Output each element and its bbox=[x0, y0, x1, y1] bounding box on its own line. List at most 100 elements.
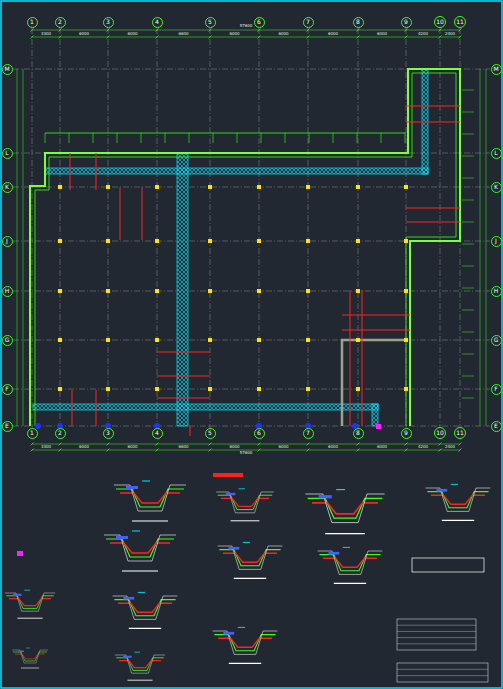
axis-bubble: 11 bbox=[454, 427, 466, 439]
dimension-text: 6600 bbox=[177, 32, 189, 36]
column-square bbox=[257, 338, 261, 342]
axis-label: 11 bbox=[456, 430, 464, 436]
rebar-line bbox=[96, 390, 97, 426]
axis-bubble: M bbox=[2, 64, 13, 75]
axis-bubble: 9 bbox=[401, 17, 412, 28]
column-square bbox=[106, 185, 110, 189]
dimension-tick bbox=[439, 443, 442, 446]
dimension-text: 6000 bbox=[277, 445, 289, 449]
column-square bbox=[356, 338, 360, 342]
axis-label: 2 bbox=[58, 19, 62, 25]
axis-label: 6 bbox=[257, 430, 261, 436]
dimension-tick bbox=[31, 29, 34, 32]
axis-line bbox=[308, 28, 309, 428]
table-rule bbox=[397, 675, 488, 676]
axis-label: F bbox=[5, 386, 8, 392]
section-line bbox=[218, 546, 283, 569]
axis-line bbox=[13, 187, 490, 188]
detail-underline bbox=[325, 533, 365, 534]
section-line bbox=[451, 484, 458, 485]
section-detail bbox=[104, 531, 176, 571]
axis-bubble: J bbox=[2, 236, 13, 247]
axis-label: 3 bbox=[106, 430, 110, 436]
section-mark bbox=[123, 597, 134, 600]
dimension-text: 3300 bbox=[40, 445, 52, 449]
axis-bubble: 5 bbox=[205, 428, 216, 439]
axis-label: K bbox=[5, 184, 9, 190]
axis-line bbox=[157, 28, 158, 428]
dimension-text: 6000 bbox=[277, 32, 289, 36]
dimension-text: 6000 bbox=[327, 32, 339, 36]
axis-label: H bbox=[494, 288, 499, 294]
dimension-line bbox=[486, 69, 487, 426]
axis-label: 11 bbox=[456, 19, 464, 25]
rebar-line bbox=[142, 187, 143, 240]
dimension-text: 6000 bbox=[228, 445, 240, 449]
axis-bubble: L bbox=[491, 148, 502, 159]
axis-line bbox=[210, 28, 211, 428]
leader-tick bbox=[462, 178, 474, 179]
dimension-text: 6000 bbox=[126, 32, 138, 36]
dimension-tick bbox=[405, 443, 408, 446]
axis-bubble: 8 bbox=[353, 17, 364, 28]
axis-line bbox=[32, 28, 33, 428]
section-rebar bbox=[323, 558, 377, 567]
axis-bubble: 6 bbox=[254, 17, 265, 28]
dimension-lines bbox=[17, 29, 486, 452]
dimension-text: 6000 bbox=[376, 445, 388, 449]
axis-label: M bbox=[4, 66, 9, 72]
pile-dot bbox=[376, 424, 381, 429]
column-square bbox=[208, 289, 212, 293]
axis-line bbox=[60, 28, 61, 428]
dimension-tick bbox=[307, 36, 310, 39]
column-square bbox=[257, 387, 261, 391]
section-line bbox=[12, 650, 48, 663]
detail-underline bbox=[129, 628, 161, 629]
dimension-tick bbox=[156, 449, 159, 452]
section-line bbox=[134, 652, 140, 653]
detail-underline bbox=[442, 520, 474, 521]
dimension-text: 6000 bbox=[228, 32, 240, 36]
rebar-line bbox=[406, 208, 460, 209]
column-square bbox=[106, 239, 110, 243]
table-rule bbox=[397, 643, 476, 644]
axis-label: G bbox=[5, 337, 10, 343]
leader-tick bbox=[405, 133, 406, 143]
leader-tick bbox=[462, 354, 474, 355]
section-rebar bbox=[218, 638, 272, 647]
dimension-tick bbox=[439, 449, 442, 452]
axis-line bbox=[13, 340, 490, 341]
section-mark bbox=[13, 594, 21, 596]
detail-underline bbox=[21, 668, 39, 669]
section-detail bbox=[412, 558, 484, 572]
axis-label: 5 bbox=[208, 430, 212, 436]
axis-bubble: G bbox=[491, 335, 502, 346]
dimension-tick bbox=[59, 443, 62, 446]
column-square bbox=[404, 289, 408, 293]
axis-label: 10 bbox=[436, 19, 444, 25]
dimension-tick bbox=[156, 36, 159, 39]
leader-tick bbox=[285, 133, 286, 143]
axis-line bbox=[13, 291, 490, 292]
leader-tick bbox=[69, 133, 70, 143]
axis-bubble: 8 bbox=[353, 428, 364, 439]
column-square bbox=[58, 185, 62, 189]
axis-bubble: 2 bbox=[55, 17, 66, 28]
section-line bbox=[305, 494, 384, 523]
section-detail bbox=[5, 590, 55, 618]
red-bar bbox=[213, 473, 243, 477]
axis-label: 7 bbox=[306, 19, 310, 25]
dimension-tick bbox=[258, 449, 261, 452]
dimension-text: 6000 bbox=[126, 445, 138, 449]
leader-tick bbox=[462, 200, 474, 201]
dimension-tick bbox=[357, 449, 360, 452]
section-line bbox=[26, 648, 30, 649]
axis-label: 4 bbox=[155, 430, 159, 436]
dimension-line bbox=[32, 444, 460, 445]
axis-label: J bbox=[6, 238, 8, 244]
rebar-line bbox=[342, 330, 410, 331]
rebar-line bbox=[70, 153, 71, 190]
rebar-line bbox=[362, 290, 363, 426]
column-square bbox=[306, 387, 310, 391]
